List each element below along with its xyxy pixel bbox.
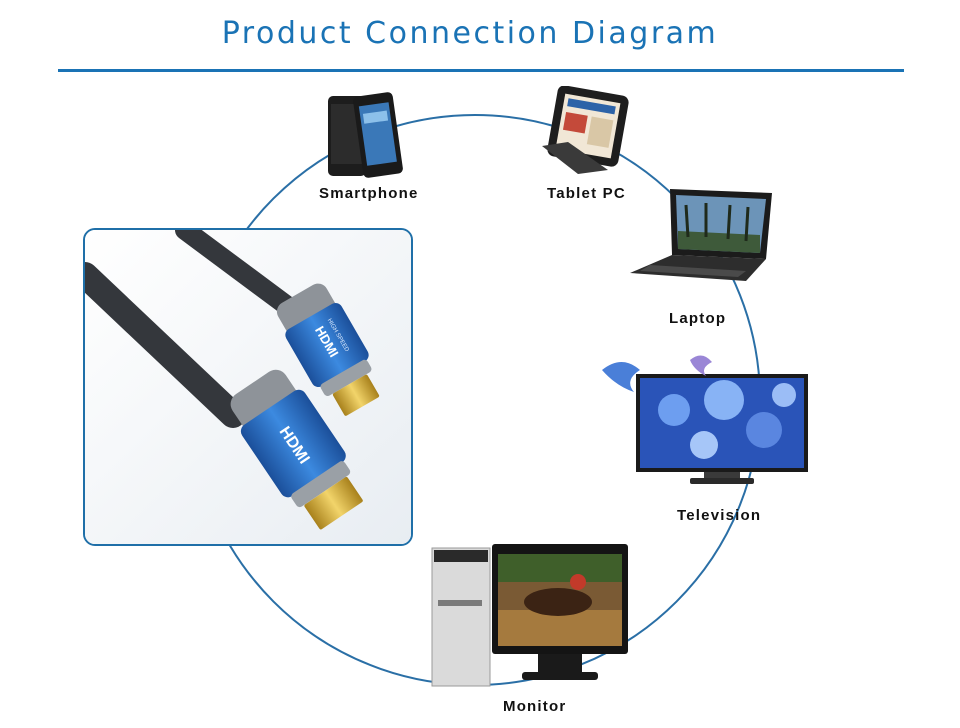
television-icon (602, 355, 808, 484)
page-title: Product Connection Diagram (221, 16, 719, 51)
hdmi-cable-image: HDMI HIGH SPEED HDMI (85, 230, 411, 544)
tablet-pc-label: Tablet PC (547, 185, 626, 202)
tablet-pc-icon (542, 86, 629, 174)
monitor-label: Monitor (503, 698, 567, 715)
title-divider (58, 69, 904, 72)
hdmi-cable-panel: HDMI HIGH SPEED HDMI (83, 228, 413, 546)
television-label: Television (677, 507, 762, 524)
monitor-icon (431, 544, 628, 687)
laptop-icon (630, 189, 772, 281)
smartphone-label: Smartphone (319, 185, 419, 202)
laptop-label: Laptop (669, 310, 727, 327)
smartphone-icon (328, 92, 403, 178)
